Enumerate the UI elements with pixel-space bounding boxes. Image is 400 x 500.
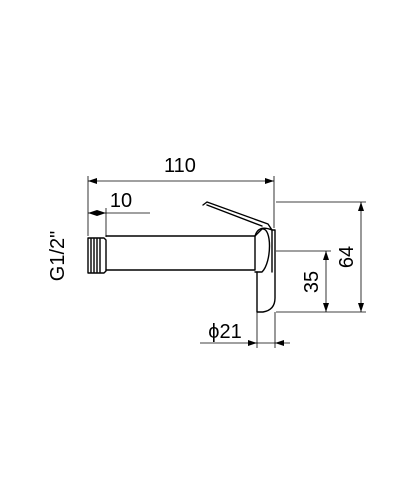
thread-size-label: G1/2" bbox=[47, 231, 69, 281]
holder-block bbox=[256, 229, 276, 313]
thread-connector bbox=[87, 237, 107, 274]
dimension-overall-length: 110 bbox=[87, 155, 275, 236]
lower-height-label: 35 bbox=[301, 271, 323, 293]
dimension-thread-size: G1/2" bbox=[47, 231, 69, 281]
arrowhead bbox=[265, 178, 274, 184]
arrowhead bbox=[323, 303, 329, 312]
total-height-label: 64 bbox=[336, 246, 358, 268]
arrowhead bbox=[88, 178, 97, 184]
arrowhead bbox=[275, 340, 284, 346]
thread-length-label: 10 bbox=[110, 190, 132, 212]
diameter-label: ϕ21 bbox=[208, 321, 241, 343]
arrowhead bbox=[97, 210, 106, 216]
arrowhead bbox=[248, 340, 257, 346]
arrowhead bbox=[358, 202, 364, 211]
shower-handle-outline bbox=[87, 201, 276, 313]
dimension-thread-length: 10 bbox=[88, 190, 150, 237]
spray-lever bbox=[202, 201, 273, 237]
dimension-total-height: 64 bbox=[276, 201, 366, 313]
arrowhead bbox=[358, 303, 364, 312]
arrowhead bbox=[323, 251, 329, 260]
handle-head bbox=[254, 228, 271, 273]
dimension-diameter: ϕ21 bbox=[200, 312, 290, 348]
dimension-lower-height: 35 bbox=[276, 250, 331, 312]
lever-edge bbox=[206, 204, 263, 227]
arrowhead bbox=[88, 210, 97, 216]
overall-length-label: 110 bbox=[164, 155, 196, 177]
handle-body bbox=[105, 235, 256, 271]
